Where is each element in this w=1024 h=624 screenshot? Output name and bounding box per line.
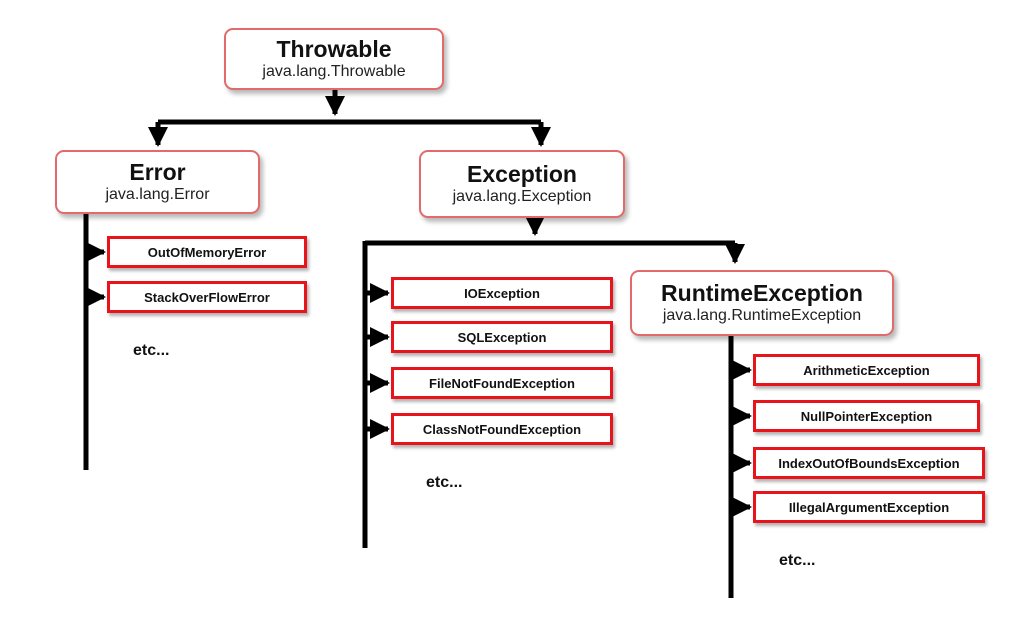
runtime-child-box: IllegalArgumentException (753, 491, 985, 523)
exception-child-box: IOException (391, 277, 613, 309)
runtime-exception-package: java.lang.RuntimeException (662, 307, 862, 324)
runtime-child-box: NullPointerException (753, 400, 980, 432)
runtime-child-box: ArithmeticException (753, 354, 980, 386)
error-child-box: OutOfMemoryError (107, 236, 307, 268)
runtime-exception-title: RuntimeException (661, 280, 863, 306)
exception-child-box: ClassNotFoundException (391, 413, 613, 445)
throwable-title: Throwable (276, 36, 392, 62)
runtime-etc-label: etc... (779, 552, 816, 569)
exception-node: Exception java.lang.Exception (419, 150, 625, 218)
runtime-child-box: IndexOutOfBoundsException (753, 447, 985, 479)
exception-package: java.lang.Exception (452, 188, 592, 205)
error-title: Error (129, 159, 186, 185)
exception-child-box: SQLException (391, 321, 613, 353)
runtime-exception-node: RuntimeException java.lang.RuntimeExcept… (630, 270, 894, 336)
throwable-package: java.lang.Throwable (262, 63, 406, 80)
throwable-node: Throwable java.lang.Throwable (224, 28, 444, 90)
error-etc-label: etc... (133, 342, 170, 359)
exception-etc-label: etc... (426, 474, 463, 491)
error-child-box: StackOverFlowError (107, 281, 307, 313)
error-node: Error java.lang.Error (55, 150, 260, 214)
exception-title: Exception (467, 161, 577, 187)
error-package: java.lang.Error (105, 186, 210, 203)
exception-child-box: FileNotFoundException (391, 367, 613, 399)
